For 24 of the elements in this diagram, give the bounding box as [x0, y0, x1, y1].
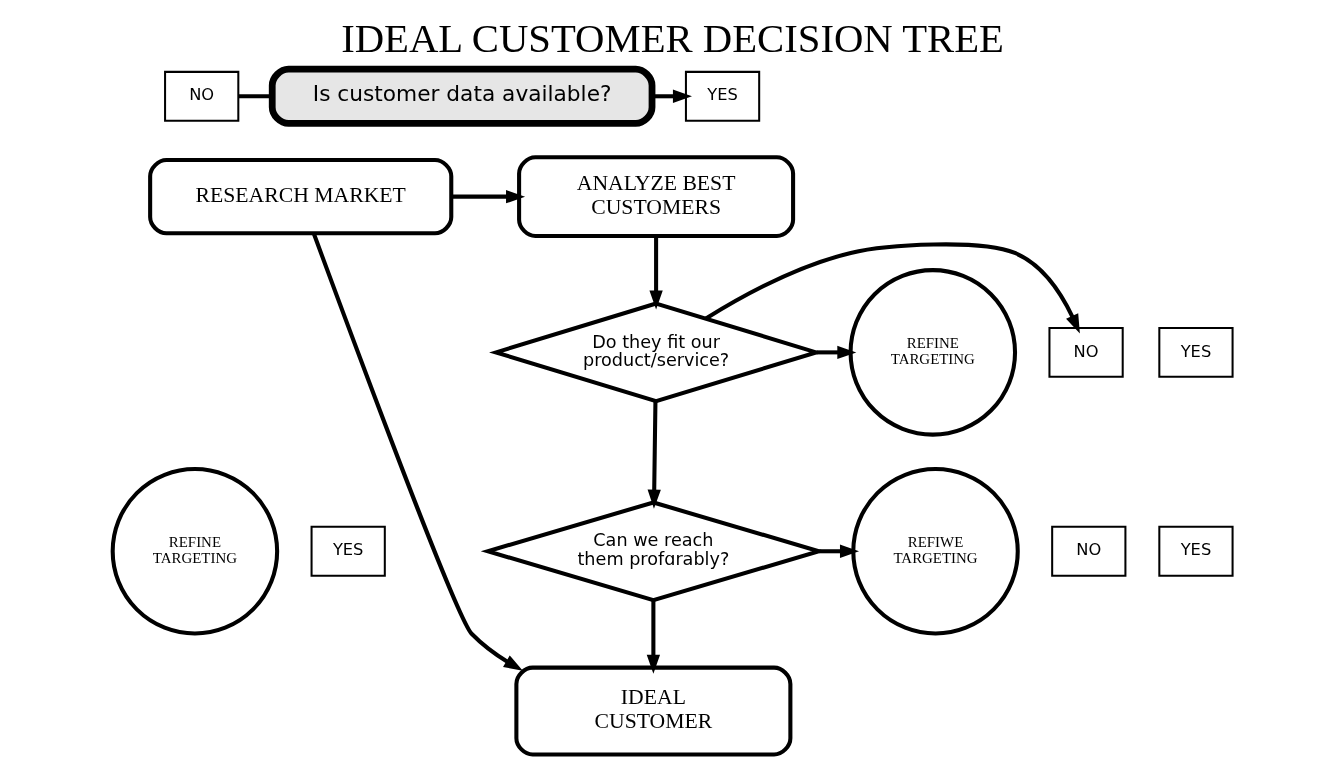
- arrow: [648, 236, 663, 310]
- node-box: ANALYZE BEST CUSTOMERS: [516, 155, 795, 239]
- diagram-title: IDEAL CUSTOMER DECISION TREE: [340, 15, 1004, 61]
- node-box: YES: [1157, 525, 1234, 577]
- node-circle: REFIWE TARGETING: [850, 467, 1020, 636]
- node-circle: REFINE TARGETING: [848, 268, 1017, 437]
- arrow: [816, 345, 856, 360]
- node-box: IDEAL CUSTOMER: [513, 665, 792, 757]
- node-box: Is customer data available?: [268, 65, 655, 127]
- node-box: NO: [1047, 326, 1124, 378]
- node-box: NO: [163, 70, 239, 122]
- arrow: [311, 232, 523, 671]
- arrow: [704, 242, 1080, 334]
- node-box: YES: [1157, 326, 1234, 378]
- arrow: [818, 544, 859, 558]
- node-box: YES: [310, 525, 386, 577]
- arrow: [450, 190, 525, 204]
- arrow: [647, 401, 661, 509]
- connector: [238, 94, 272, 99]
- node-box: RESEARCH MARKET: [147, 158, 453, 236]
- node-box: YES: [684, 70, 760, 122]
- node-circle: REFINE TARGETING: [110, 467, 279, 636]
- arrow: [646, 600, 660, 674]
- node-box: NO: [1050, 525, 1126, 577]
